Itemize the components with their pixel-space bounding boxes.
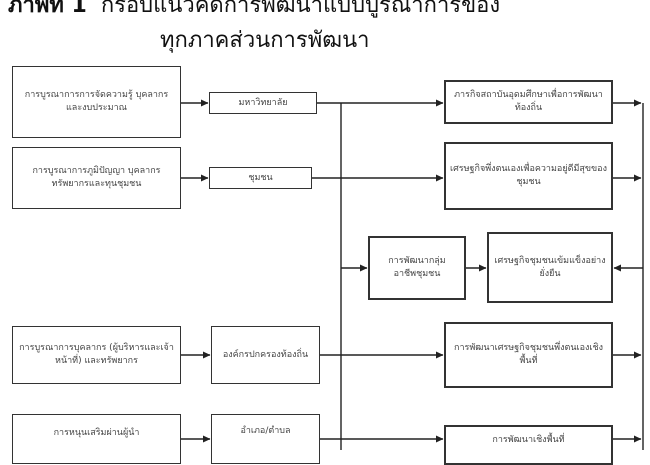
actor-local-government: องค์กรปกครองท้องถิ่น xyxy=(211,326,320,384)
actor-community: ชุมชน xyxy=(209,167,312,189)
output-area-development: การพัฒนาเชิงพื้นที่ xyxy=(444,425,613,465)
actor-district: อำเภอ/ตำบล xyxy=(211,414,320,464)
figure-label: ภาพที่ 1 xyxy=(8,0,87,18)
output-self-reliant-economy: เศรษฐกิจพึ่งตนเองเพื่อความอยู่ดีมีสุขของ… xyxy=(444,142,613,210)
title-line-1: ภาพที่ 1 กรอบแนวคิดการพัฒนาแบบบูรณาการของ xyxy=(8,0,500,19)
output-area-based-economy: การพัฒนาเศรษฐกิจชุมชนพึ่งตนเองเชิงพื้นที… xyxy=(444,322,613,388)
input-box-personnel: การบูรณาการบุคลากร (ผู้บริหารและเจ้าหน้า… xyxy=(12,326,181,384)
input-box-wisdom: การบูรณาการภูมิปัญญา บุคลากร ทรัพยากรและ… xyxy=(12,147,181,209)
center-box-occupation-groups: การพัฒนากลุ่มอาชีพชุมชน xyxy=(368,236,466,300)
connector-lines xyxy=(181,99,644,450)
title-line-2: ทุกภาคส่วนการพัฒนา xyxy=(160,28,370,53)
input-box-leader: การหนุนเสริมผ่านผู้นำ xyxy=(12,414,181,464)
input-box-knowledge: การบูรณาการการจัดความรู้ บุคลากรและงบประ… xyxy=(12,66,181,138)
actor-university: มหาวิทยาลัย xyxy=(209,92,317,114)
title-text-1: กรอบแนวคิดการพัฒนาแบบบูรณาการของ xyxy=(100,0,501,18)
figure-title: ภาพที่ 1 กรอบแนวคิดการพัฒนาแบบบูรณาการของ… xyxy=(0,0,650,62)
output-strong-community-economy: เศรษฐกิจชุมชนเข้มแข็งอย่างยั่งยืน xyxy=(487,232,613,303)
output-higher-education-mission: ภารกิจสถาบันอุดมศึกษาเพื่อการพัฒนาท้องถิ… xyxy=(444,80,613,124)
